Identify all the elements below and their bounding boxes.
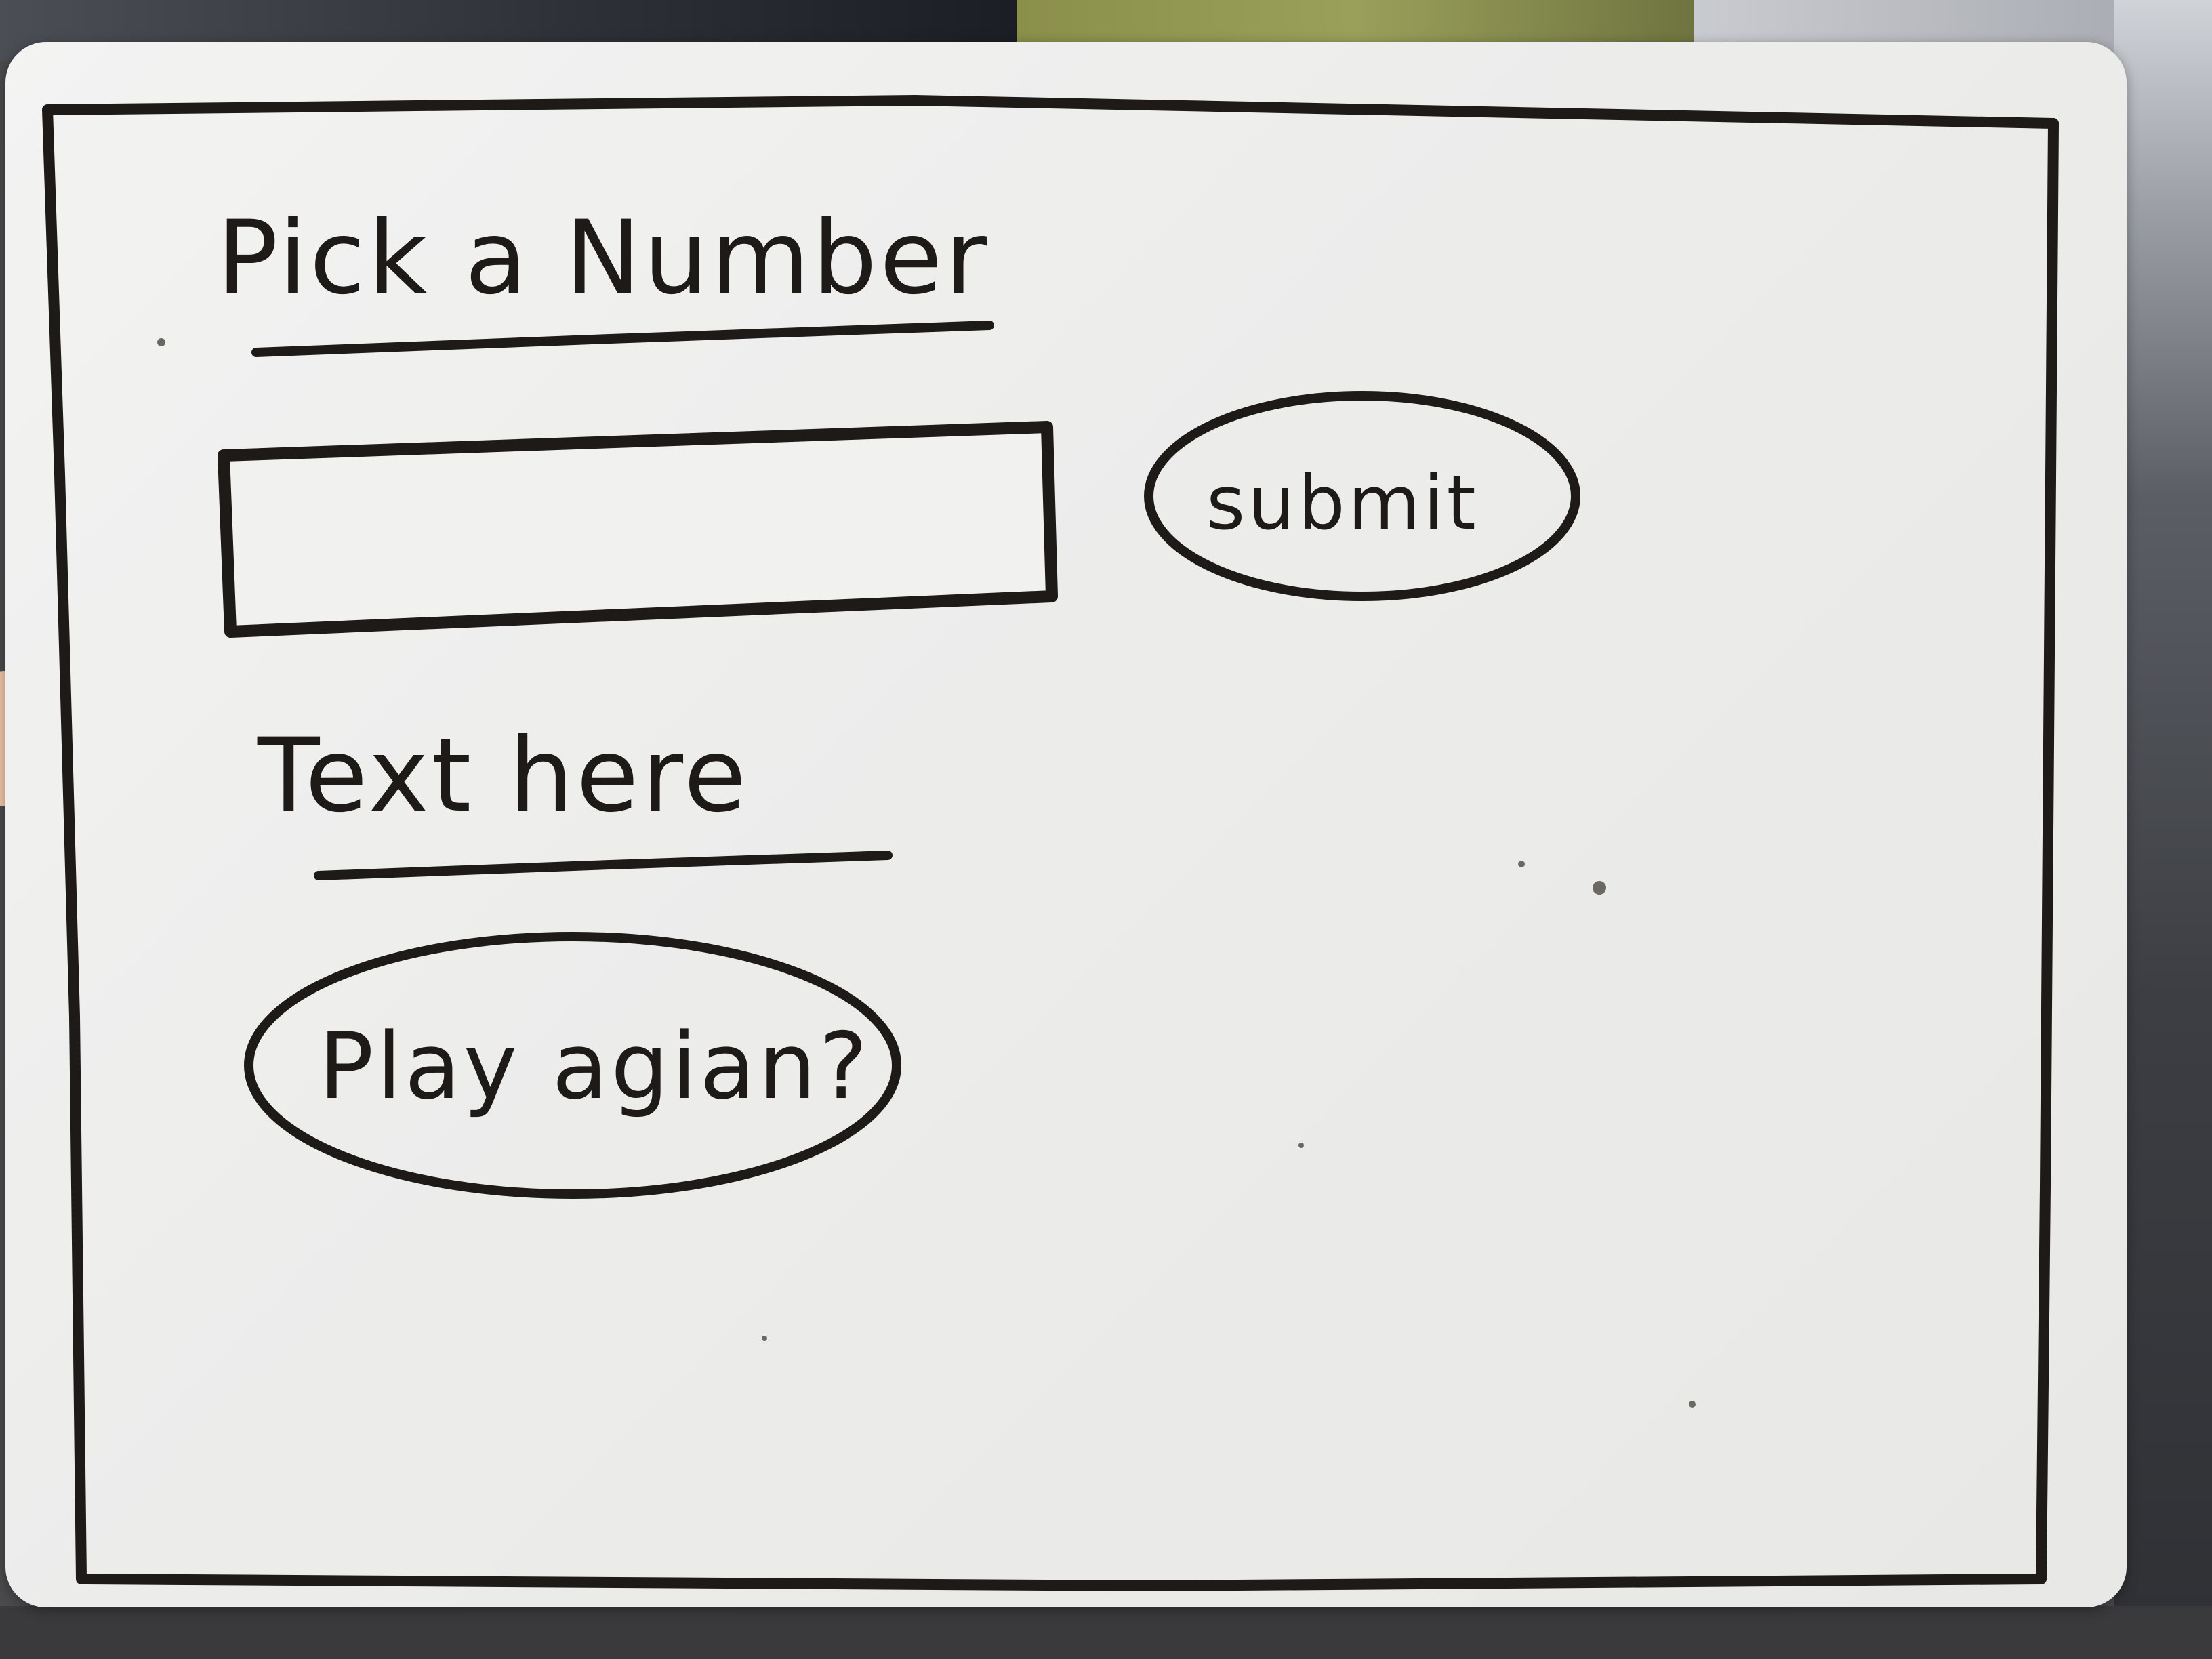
play-again-button[interactable]: Play agian?	[244, 932, 901, 1199]
number-input[interactable]	[218, 421, 1058, 638]
title-underline	[251, 321, 994, 357]
submit-button-label: submit	[1206, 459, 1479, 546]
result-text: Text here	[257, 717, 749, 835]
submit-button[interactable]: submit	[1144, 391, 1580, 601]
frame-border	[42, 95, 2059, 1591]
board-smudges	[157, 338, 1696, 1408]
play-again-button-label: Play agian?	[319, 1013, 870, 1120]
result-text-underline	[314, 851, 893, 880]
background-floor	[0, 1606, 2212, 1659]
background-desk-right	[2114, 0, 2212, 1659]
whiteboard	[5, 42, 2127, 1607]
page-title: Pick a Number	[217, 199, 989, 317]
